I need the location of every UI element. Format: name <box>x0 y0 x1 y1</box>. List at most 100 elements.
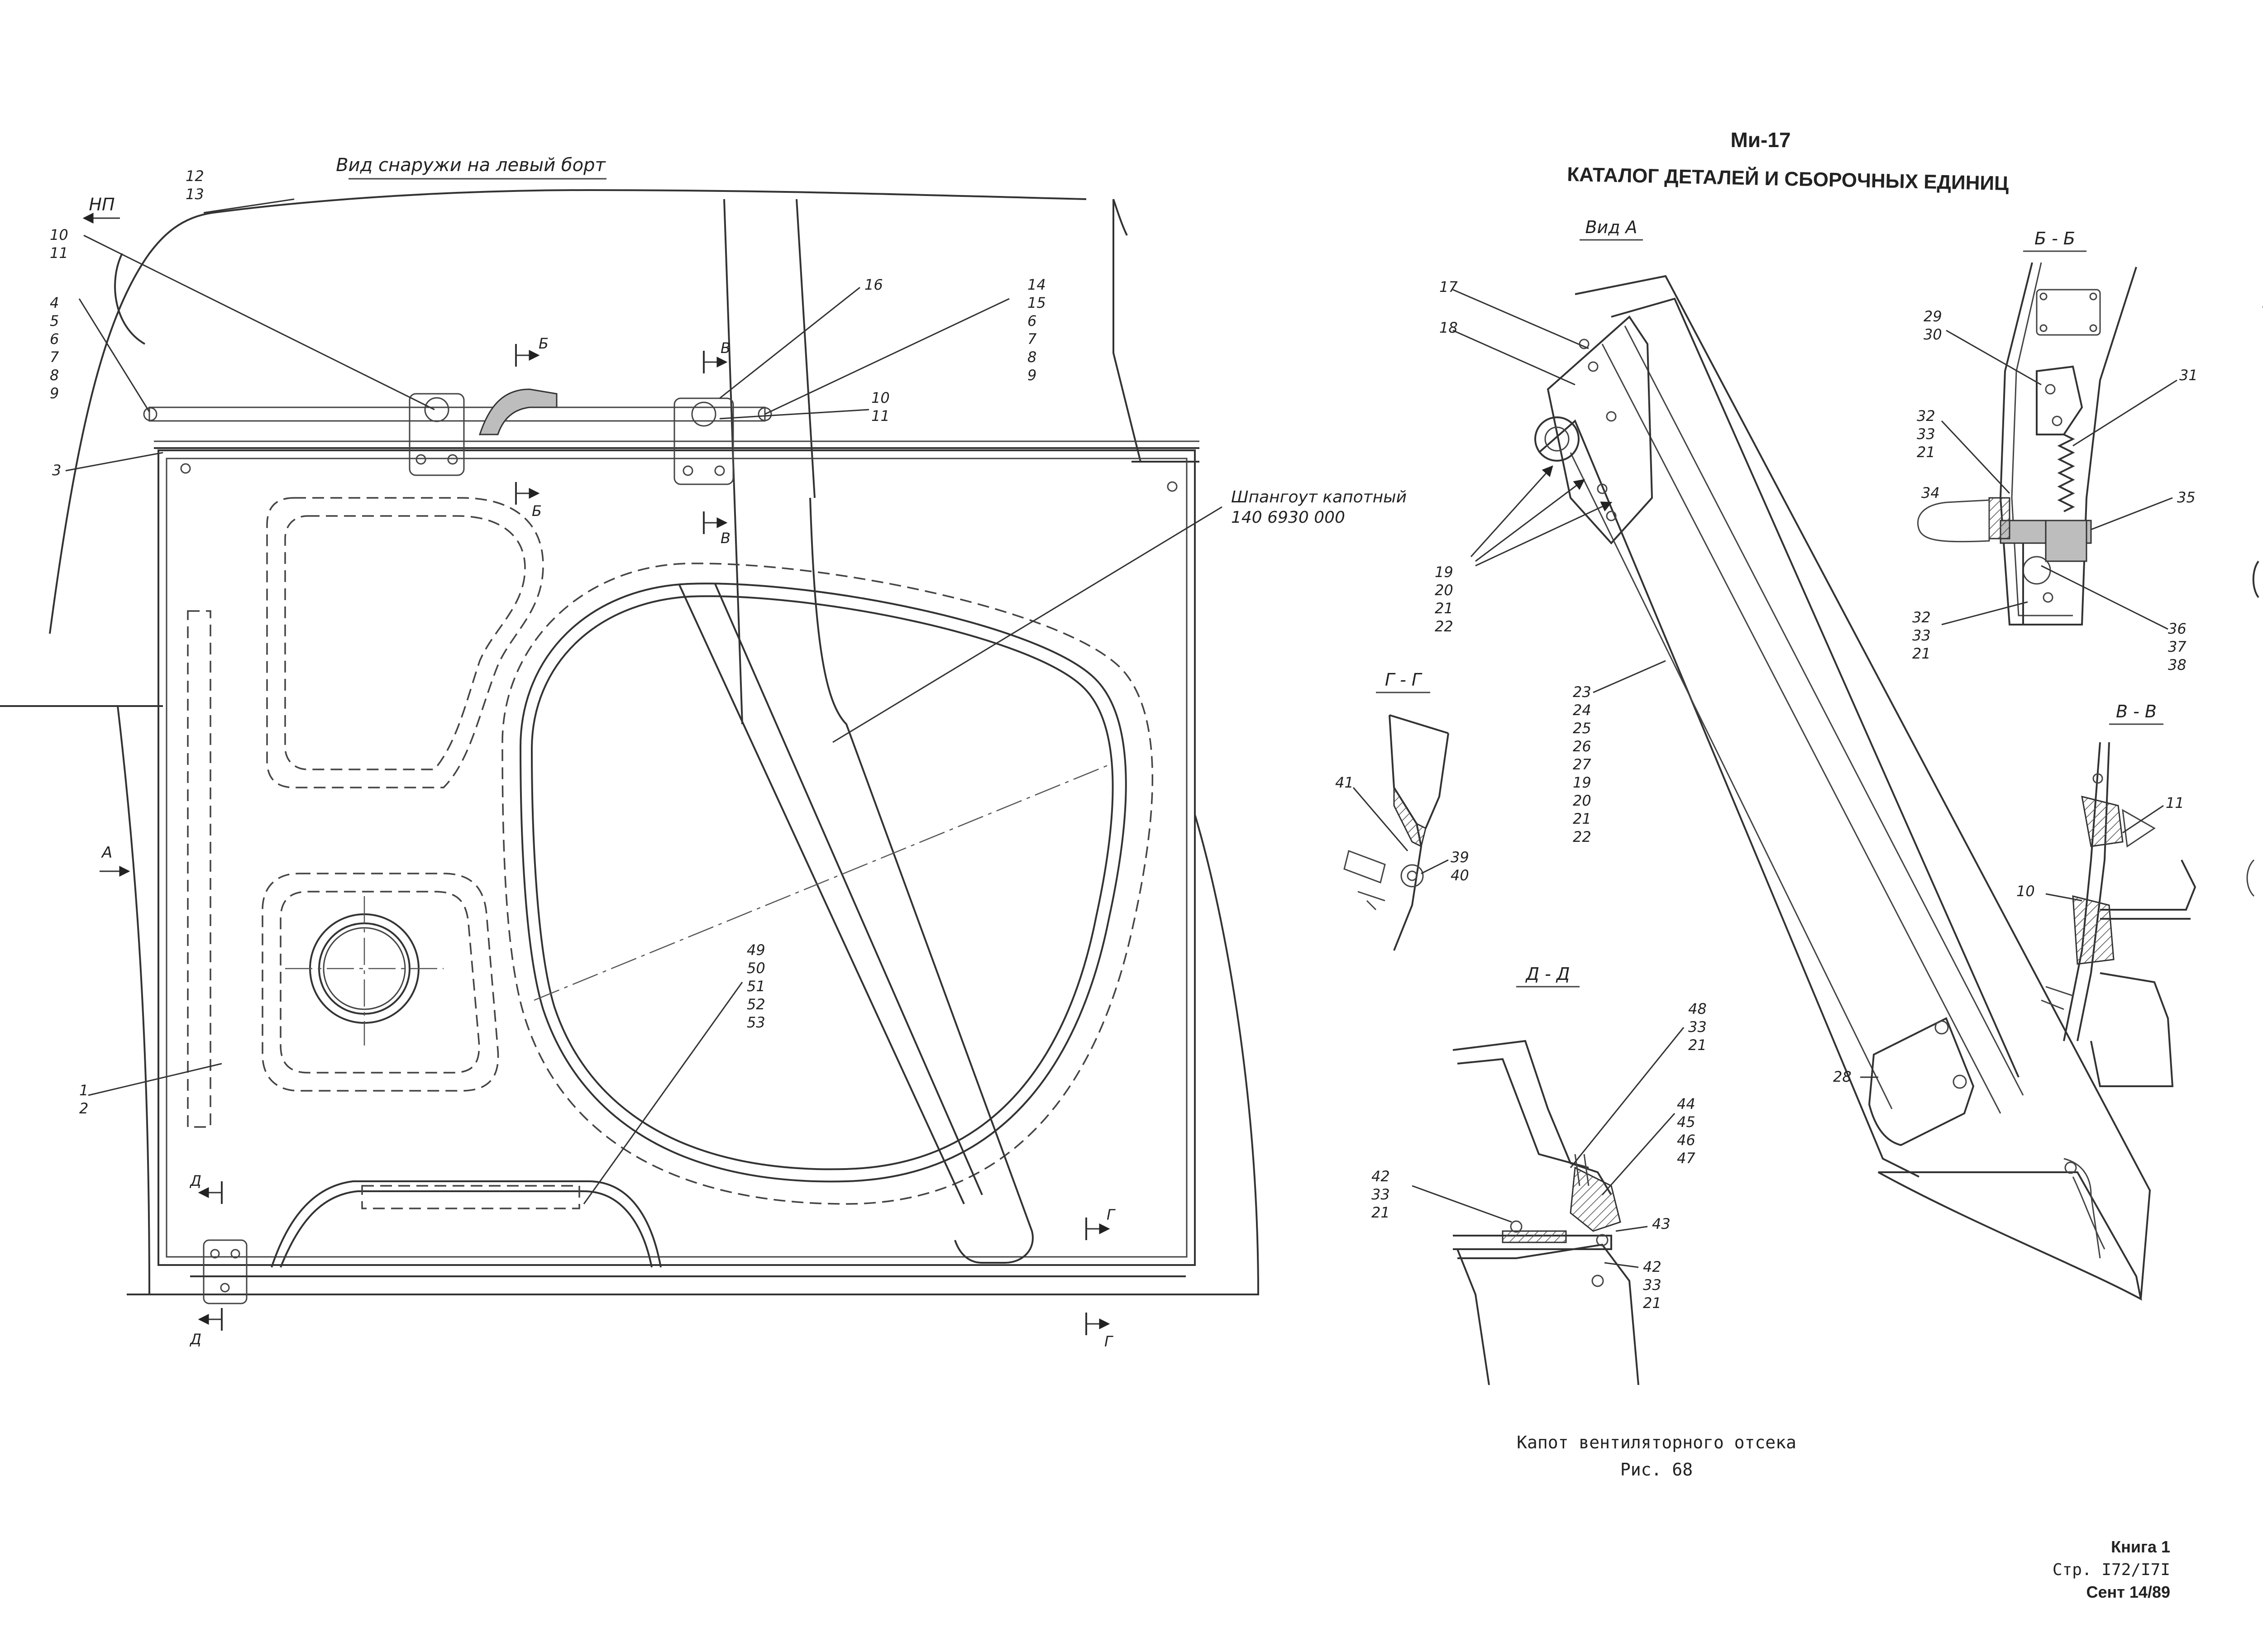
svg-text:Г: Г <box>1107 1206 1116 1223</box>
callout-19-22: 19 20 21 22 <box>1435 563 1453 635</box>
vent-opening <box>519 582 1127 1183</box>
catalog-title: КАТАЛОГ ДЕТАЛЕЙ И СБОРОЧНЫХ ЕДИНИЦ <box>1567 162 2009 195</box>
callout-17: 17 <box>1439 278 1458 296</box>
callout-23-22: 23 24 25 26 27 19 20 21 22 <box>1573 683 1591 845</box>
callout-44-47: 44 45 46 47 <box>1677 1095 1695 1167</box>
section-vv-title: В - В <box>2116 702 2157 721</box>
hinge-left <box>409 393 465 476</box>
section-vv: В - В <box>2041 702 2196 1087</box>
svg-text:2: 2 <box>79 1100 88 1117</box>
svg-text:11: 11 <box>871 407 890 425</box>
callout-41: 41 <box>1335 774 1354 791</box>
frame-label-line1: Шпангоут капотный <box>1231 488 1407 506</box>
svg-text:42: 42 <box>1643 1258 1661 1275</box>
callout-42-left: 42 33 21 <box>1371 1168 1390 1221</box>
main-view: Вид снаружи на левый борт <box>0 155 1407 1350</box>
callout-48: 48 33 21 <box>1688 1000 1707 1054</box>
svg-text:9: 9 <box>1027 367 1036 384</box>
svg-text:5: 5 <box>50 312 59 329</box>
callout-12-13: 12 13 <box>186 167 204 203</box>
svg-text:18: 18 <box>1439 319 1458 336</box>
svg-text:21: 21 <box>1573 810 1591 827</box>
svg-text:46: 46 <box>1677 1132 1695 1149</box>
svg-text:33: 33 <box>1917 425 1935 443</box>
svg-text:30: 30 <box>1924 326 1942 343</box>
svg-text:20: 20 <box>1573 792 1591 809</box>
svg-text:50: 50 <box>747 960 765 977</box>
svg-text:45: 45 <box>1677 1113 1695 1131</box>
svg-text:40: 40 <box>1451 867 1469 884</box>
svg-text:8: 8 <box>1027 349 1036 366</box>
svg-text:Б: Б <box>532 502 542 520</box>
view-a-arrow-label: А <box>101 844 112 862</box>
svg-text:44: 44 <box>1677 1095 1695 1112</box>
section-vv-callouts: 11 10 <box>2016 794 2184 900</box>
callout-32-top: 32 33 21 <box>1917 407 1935 461</box>
svg-text:39: 39 <box>1451 849 1469 866</box>
callout-28: 28 <box>1833 1068 1852 1085</box>
svg-text:53: 53 <box>747 1014 765 1031</box>
svg-text:22: 22 <box>1435 618 1453 635</box>
svg-text:Д: Д <box>189 1172 201 1189</box>
svg-text:15: 15 <box>1027 294 1046 311</box>
svg-text:33: 33 <box>1371 1186 1390 1203</box>
svg-text:32: 32 <box>1912 609 1931 626</box>
callout-10-11-right: 10 11 <box>871 389 890 425</box>
view-a: Вид А <box>1452 217 2151 1301</box>
section-mark-d-bottom: Д <box>189 1308 223 1348</box>
svg-text:41: 41 <box>1335 774 1354 791</box>
footer: Книга 1 Стр. I72/I7I Сент 14/89 <box>2053 1537 2170 1601</box>
footer-date: Сент 14/89 <box>2086 1583 2170 1601</box>
svg-text:33: 33 <box>1912 627 1931 644</box>
svg-text:8: 8 <box>50 367 59 384</box>
callout-18: 18 <box>1439 319 1458 336</box>
callout-35: 35 <box>2177 489 2196 506</box>
svg-text:16: 16 <box>864 276 883 293</box>
figure-caption: Капот вентиляторного отсека Рис. 68 <box>1517 1432 1796 1480</box>
section-dd-title: Д - Д <box>1525 964 1570 984</box>
rod-end-left <box>143 407 158 421</box>
section-mark-g-bottom: Г <box>1085 1313 1113 1350</box>
callout-34: 34 <box>1921 484 1940 501</box>
svg-text:25: 25 <box>1573 720 1591 737</box>
svg-text:Г: Г <box>1104 1333 1113 1350</box>
svg-text:11: 11 <box>50 244 68 262</box>
callout-43: 43 <box>1652 1215 1671 1232</box>
callout-32-bottom: 32 33 21 <box>1912 609 1931 662</box>
callout-14-9: 14 15 6 7 8 9 <box>1027 276 1046 384</box>
svg-text:33: 33 <box>1688 1018 1707 1036</box>
frame-label-line2: 140 6930 000 <box>1231 508 1345 527</box>
svg-text:26: 26 <box>1573 738 1591 755</box>
section-bb: Б - Б <box>1917 229 2177 630</box>
svg-text:33: 33 <box>1643 1276 1661 1294</box>
svg-text:14: 14 <box>1027 276 1046 293</box>
hinge-bottom <box>203 1239 248 1304</box>
svg-text:10: 10 <box>50 226 68 244</box>
model-title: Ми-17 <box>1730 128 1790 152</box>
svg-text:20: 20 <box>1435 582 1453 599</box>
callout-29-30: 29 30 <box>1924 308 1942 343</box>
svg-text:28: 28 <box>1833 1068 1852 1085</box>
svg-text:В: В <box>721 530 730 547</box>
view-a-title: Вид А <box>1585 217 1637 237</box>
callout-10: 10 <box>2016 883 2035 900</box>
svg-text:12: 12 <box>186 167 204 185</box>
svg-text:21: 21 <box>1643 1294 1661 1312</box>
callout-16: 16 <box>864 276 883 293</box>
svg-text:7: 7 <box>1027 330 1037 348</box>
svg-text:35: 35 <box>2177 489 2196 506</box>
svg-text:24: 24 <box>1573 702 1591 719</box>
caption-title: Капот вентиляторного отсека <box>1517 1432 1796 1452</box>
svg-text:1: 1 <box>79 1082 88 1099</box>
svg-text:3: 3 <box>52 462 61 479</box>
section-gg-title: Г - Г <box>1385 670 1423 690</box>
hinge-right <box>673 397 734 485</box>
svg-text:21: 21 <box>1371 1204 1390 1221</box>
svg-text:37: 37 <box>2168 638 2187 655</box>
svg-text:47: 47 <box>1677 1150 1695 1167</box>
fuselage-outline <box>49 189 1141 634</box>
callout-10-11-left: 10 11 <box>50 226 68 262</box>
svg-text:43: 43 <box>1652 1215 1671 1232</box>
svg-text:6: 6 <box>1027 312 1036 329</box>
caption-figure: Рис. 68 <box>1620 1460 1693 1480</box>
